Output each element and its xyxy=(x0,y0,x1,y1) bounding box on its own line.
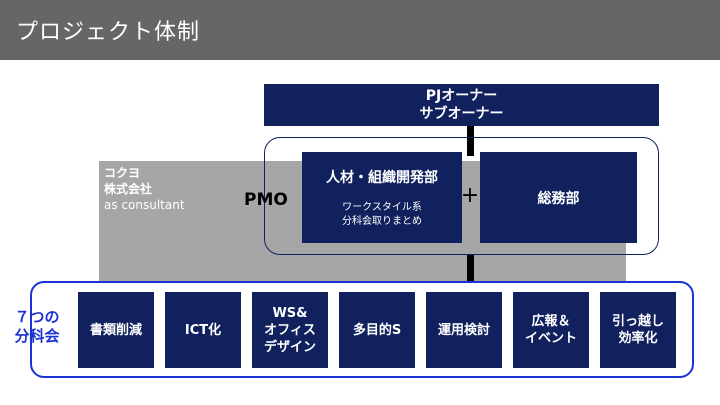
subcommittee-box: ICT化 xyxy=(165,292,241,368)
hr-dept-title: 人材・組織開発部 xyxy=(326,169,438,186)
title-bar: プロジェクト体制 xyxy=(0,0,720,60)
consultant-name-1: コクヨ xyxy=(104,166,141,180)
general-affairs-label: 総務部 xyxy=(537,190,580,207)
consultant-role: as consultant xyxy=(104,198,185,212)
connector-owner-pmo xyxy=(467,126,474,156)
hr-dept-sub-1: ワークスタイル系 xyxy=(342,201,422,213)
subcommittee-box: 多目的S xyxy=(339,292,415,368)
owner-box: PJオーナー サブオーナー xyxy=(264,84,659,126)
owner-line-2: サブオーナー xyxy=(419,106,504,122)
hr-dept-sub-2: 分科会取りまとめ xyxy=(342,215,422,227)
subcommittee-box: WS& オフィス デザイン xyxy=(252,292,328,368)
plus-sign: + xyxy=(460,183,480,208)
bunkakai-label-line-2: 分科会 xyxy=(14,327,60,345)
subcommittee-box: 広報＆ イベント xyxy=(513,292,589,368)
connector-pmo-bunkakai xyxy=(467,254,474,283)
bunkakai-label-line-1: ７つの xyxy=(14,308,60,326)
consultant-name-2: 株式会社 xyxy=(104,182,153,196)
bunkakai-label: ７つの 分科会 xyxy=(8,308,66,346)
subcommittee-box: 引っ越し 効率化 xyxy=(600,292,676,368)
owner-line-1: PJオーナー xyxy=(425,88,498,104)
pmo-label: PMO xyxy=(244,190,288,210)
general-affairs-box: 総務部 xyxy=(480,152,637,243)
subcommittee-box: 運用検討 xyxy=(426,292,502,368)
hr-dept-box: 人材・組織開発部 ワークスタイル系 分科会取りまとめ xyxy=(302,152,462,243)
subcommittee-box: 書類削減 xyxy=(78,292,154,368)
slide-title: プロジェクト体制 xyxy=(16,20,201,45)
pmo-frame xyxy=(264,137,659,255)
consultant-label: コクヨ 株式会社 as consultant xyxy=(104,165,185,213)
